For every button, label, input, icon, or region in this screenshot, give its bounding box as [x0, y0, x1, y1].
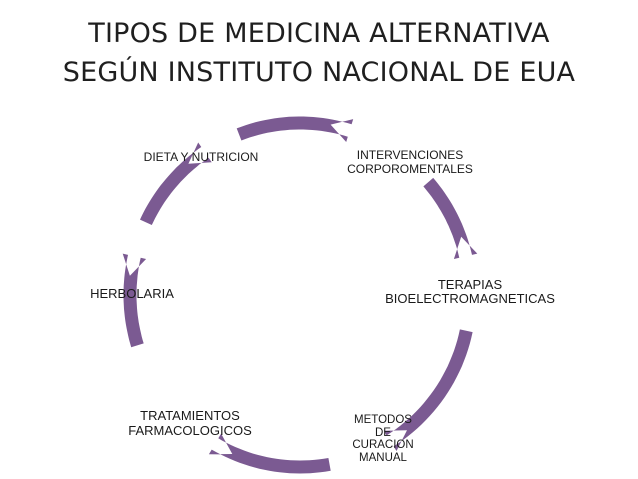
arrow-dieta-to-intervenciones [236, 116, 354, 142]
node-line: CURACION [352, 439, 414, 451]
arrow-metodos-to-tratamientos [208, 433, 331, 474]
node-line: MANUAL [359, 451, 407, 464]
title-line-2: SEGÚN INSTITUTO NACIONAL DE EUA [62, 57, 576, 88]
page-title: TIPOS DE MEDICINA ALTERNATIVA SEGÚN INST… [0, 14, 638, 92]
title-line-1: TIPOS DE MEDICINA ALTERNATIVA [88, 18, 550, 49]
node-line: METODOS [354, 414, 412, 426]
node-line: DE [375, 426, 391, 439]
arrow-herbolaria-to-dieta [140, 142, 212, 225]
node-line: BIOELECTROMAGNETICAS [385, 291, 555, 306]
node-metodos: METODOS DE CURACION MANUAL [338, 414, 428, 464]
arrow-terapias-to-metodos [383, 329, 473, 451]
node-terapias: TERAPIAS BIOELECTROMAGNETICAS [372, 278, 568, 306]
node-herbolaria: HERBOLARIA [80, 286, 184, 301]
arrow-intervenciones-to-terapias [423, 177, 478, 259]
arrow-tratamientos-to-herbolaria [122, 253, 147, 348]
node-line: DIETA Y NUTRICION [143, 150, 259, 164]
node-line: CORPOROMENTALES [347, 162, 473, 176]
node-tratamientos: TRATAMIENTOS FARMACOLOGICOS [110, 408, 270, 438]
node-line: INTERVENCIONES [356, 148, 464, 162]
node-line: HERBOLARIA [90, 286, 174, 301]
node-dieta: DIETA Y NUTRICION [128, 150, 274, 165]
node-line: TERAPIAS [437, 277, 503, 292]
node-line: FARMACOLOGICOS [128, 423, 252, 438]
node-intervenciones: INTERVENCIONES CORPOROMENTALES [330, 148, 490, 176]
node-line: TRATAMIENTOS [140, 408, 240, 423]
